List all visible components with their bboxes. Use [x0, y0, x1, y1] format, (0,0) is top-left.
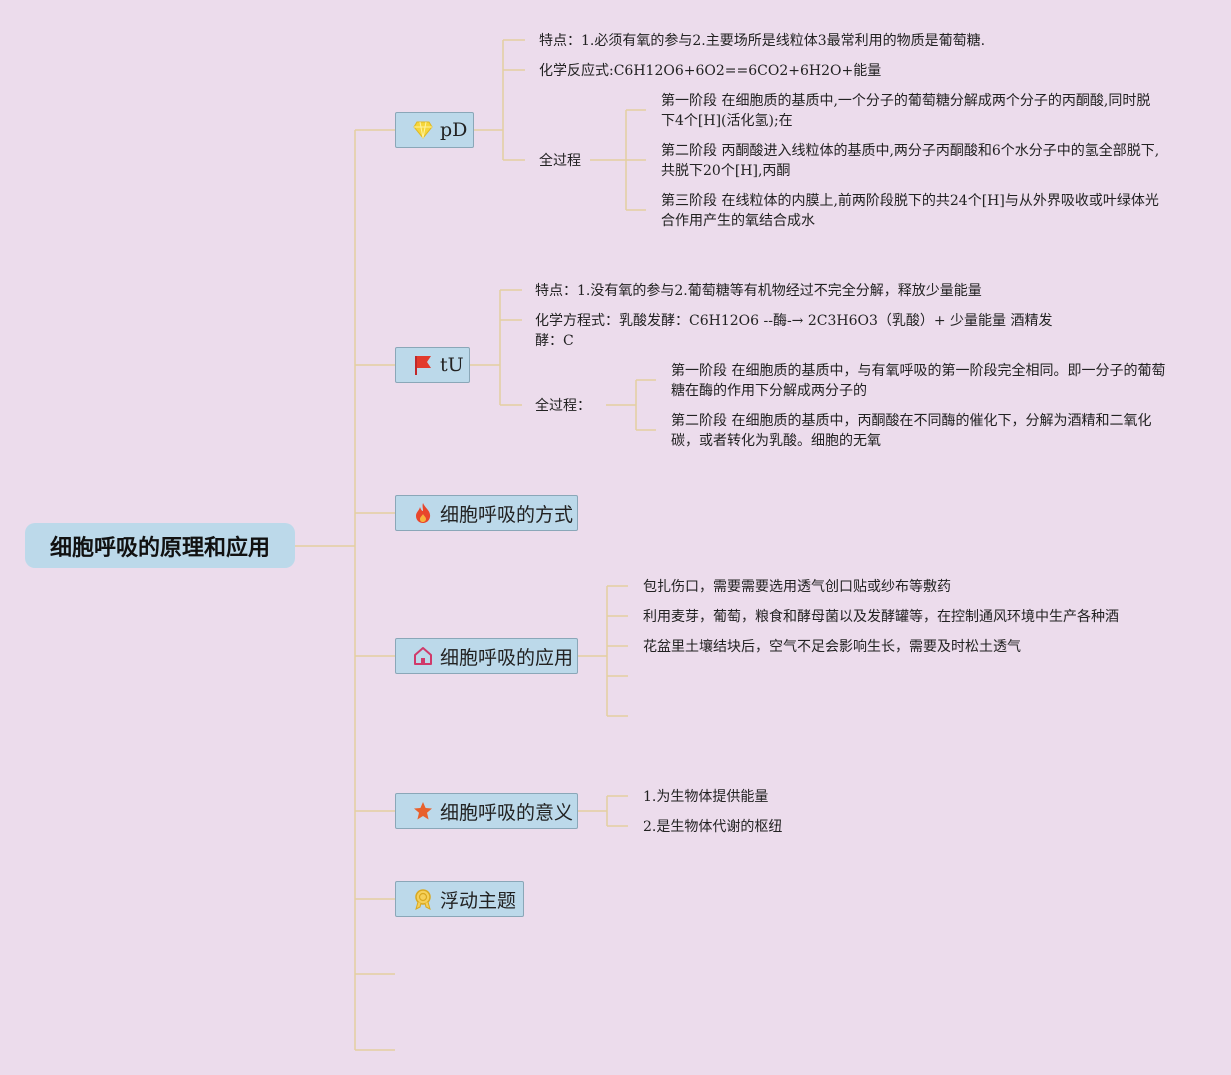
branch-tu[interactable]: tU [395, 347, 470, 383]
aerobic-equation[interactable]: 化学反应式:C6H12O6+6O2==6CO2+6H2O+能量 [539, 63, 882, 79]
branch-floating-topic[interactable]: 浮动主题 [395, 881, 524, 917]
anaerobic-process-label[interactable]: 全过程： [535, 398, 591, 414]
diamond-icon [412, 119, 434, 141]
medal-icon [412, 888, 434, 910]
branch-label: pD [440, 119, 468, 141]
branch-label: 浮动主题 [440, 889, 517, 912]
aerobic-stage-2[interactable]: 第二阶段 丙酮酸进入线粒体的基质中,两分子丙酮酸和6个水分子中的氢全部脱下, 共… [661, 143, 1160, 179]
application-item[interactable]: 利用麦芽，葡萄，粮食和酵母菌以及发酵罐等，在控制通风环境中生产各种酒 [643, 609, 1119, 625]
branch-significance[interactable]: 细胞呼吸的意义 [395, 793, 578, 829]
anaerobic-equation[interactable]: 化学方程式：乳酸发酵：C6H12O6 --酶-→ 2C3H6O3（乳酸）+ 少量… [535, 313, 1053, 349]
aerobic-trait[interactable]: 特点：1.必须有氧的参与2.主要场所是线粒体3最常利用的物质是葡萄糖. [539, 33, 986, 49]
branch-respiration-modes[interactable]: 细胞呼吸的方式 [395, 495, 578, 531]
house-icon [412, 645, 434, 667]
anaerobic-stage-1[interactable]: 第一阶段 在细胞质的基质中，与有氧呼吸的第一阶段完全相同。即一分子的葡萄 糖在酶… [671, 363, 1166, 399]
anaerobic-stage-2[interactable]: 第二阶段 在细胞质的基质中，丙酮酸在不同酶的催化下，分解为酒精和二氧化 碳，或者… [671, 413, 1152, 449]
branch-label: 细胞呼吸的方式 [440, 503, 574, 526]
star-icon [412, 800, 434, 822]
root-title: 细胞呼吸的原理和应用 [49, 535, 270, 561]
aerobic-stage-1[interactable]: 第一阶段 在细胞质的基质中,一个分子的葡萄糖分解成两个分子的丙酮酸,同时脱 下4… [661, 93, 1151, 129]
application-item[interactable]: 花盆里土壤结块后，空气不足会影响生长，需要及时松土透气 [643, 639, 1021, 655]
branch-applications[interactable]: 细胞呼吸的应用 [395, 638, 578, 674]
significance-item[interactable]: 1.为生物体提供能量 [643, 789, 769, 805]
fire-icon [412, 502, 434, 524]
anaerobic-trait[interactable]: 特点：1.没有氧的参与2.葡萄糖等有机物经过不完全分解，释放少量能量 [535, 283, 982, 299]
aerobic-process-label[interactable]: 全过程 [539, 153, 581, 169]
root-topic[interactable]: 细胞呼吸的原理和应用 [25, 523, 295, 568]
branch-label: 细胞呼吸的应用 [440, 646, 574, 669]
branch-pd[interactable]: pD [395, 112, 474, 148]
significance-item[interactable]: 2.是生物体代谢的枢纽 [643, 819, 783, 835]
application-item[interactable]: 包扎伤口，需要需要选用透气创口贴或纱布等敷药 [643, 579, 951, 595]
aerobic-stage-3[interactable]: 第三阶段 在线粒体的内膜上,前两阶段脱下的共24个[H]与从外界吸收或叶绿体光 … [661, 193, 1159, 229]
branch-label: tU [440, 354, 464, 376]
red-flag-icon [412, 354, 434, 376]
branch-label: 细胞呼吸的意义 [440, 801, 574, 824]
